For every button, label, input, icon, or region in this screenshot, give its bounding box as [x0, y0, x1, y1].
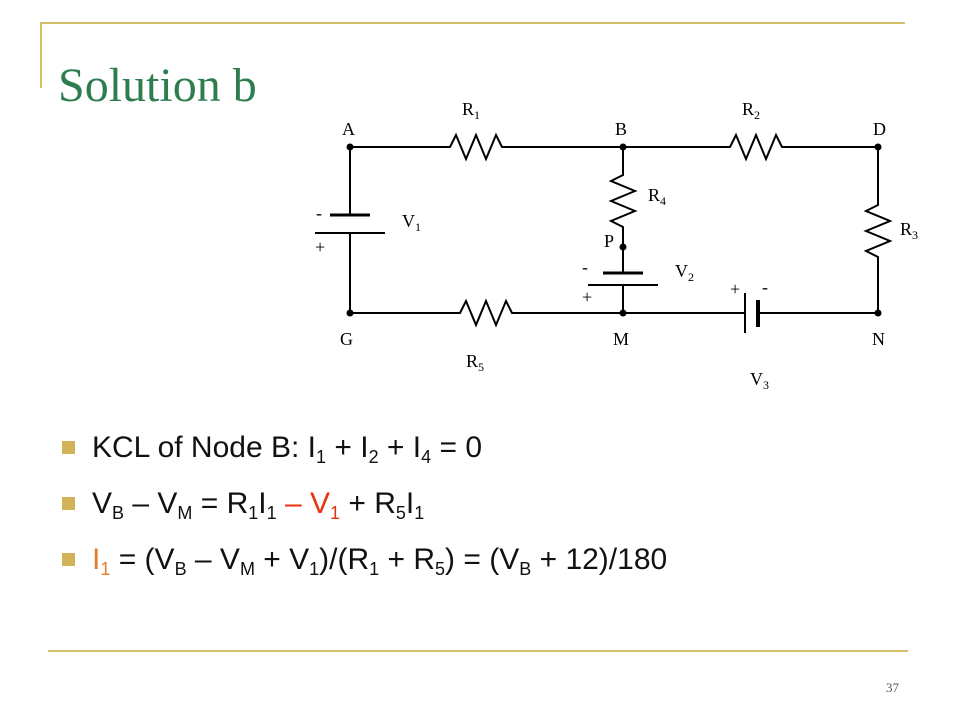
bullet-marker: [62, 497, 75, 510]
bullet-marker: [62, 553, 75, 566]
bullet-kvl: VB – VM = R1I1 – V1 + R5I1: [62, 476, 922, 532]
bullet-current: I1 = (VB – VM + V1)/(R1 + R5) = (VB + 12…: [62, 532, 922, 588]
node-a-label: A: [342, 119, 355, 139]
r3-label: R3: [900, 219, 918, 242]
node-g-label: G: [340, 329, 353, 349]
v2-plus: +: [582, 287, 592, 307]
r4-label: R4: [648, 185, 666, 208]
v2-minus: -: [582, 257, 588, 277]
v1-minus: -: [316, 203, 322, 223]
bullet-list: KCL of Node B: I1 + I2 + I4 = 0 VB – VM …: [62, 420, 922, 588]
bullet-marker: [62, 441, 75, 454]
page-number: 37: [886, 680, 899, 695]
v1-label: V1: [402, 211, 421, 234]
node-p-label: P: [604, 231, 614, 251]
node-n-label: N: [872, 329, 885, 349]
r5-label: R5: [466, 351, 484, 374]
v3-plus: +: [730, 279, 740, 299]
r2-label: R2: [742, 99, 760, 122]
circuit-diagram: A B D G M N P R1 R2 R3 R4 R5 V1 V2 V3 - …: [315, 99, 918, 392]
r1-label: R1: [462, 99, 480, 122]
node-d-label: D: [873, 119, 886, 139]
bullet-kcl: KCL of Node B: I1 + I2 + I4 = 0: [62, 420, 922, 476]
top-rule: [40, 22, 905, 24]
slide-title: Solution b: [58, 59, 257, 112]
v3-minus: -: [762, 277, 768, 297]
node-b-label: B: [615, 119, 627, 139]
v1-plus: +: [315, 237, 325, 257]
left-rule: [40, 22, 42, 88]
bottom-rule: [48, 650, 908, 652]
v3-label: V3: [750, 369, 769, 392]
node-m-label: M: [613, 329, 629, 349]
v2-label: V2: [675, 261, 694, 284]
